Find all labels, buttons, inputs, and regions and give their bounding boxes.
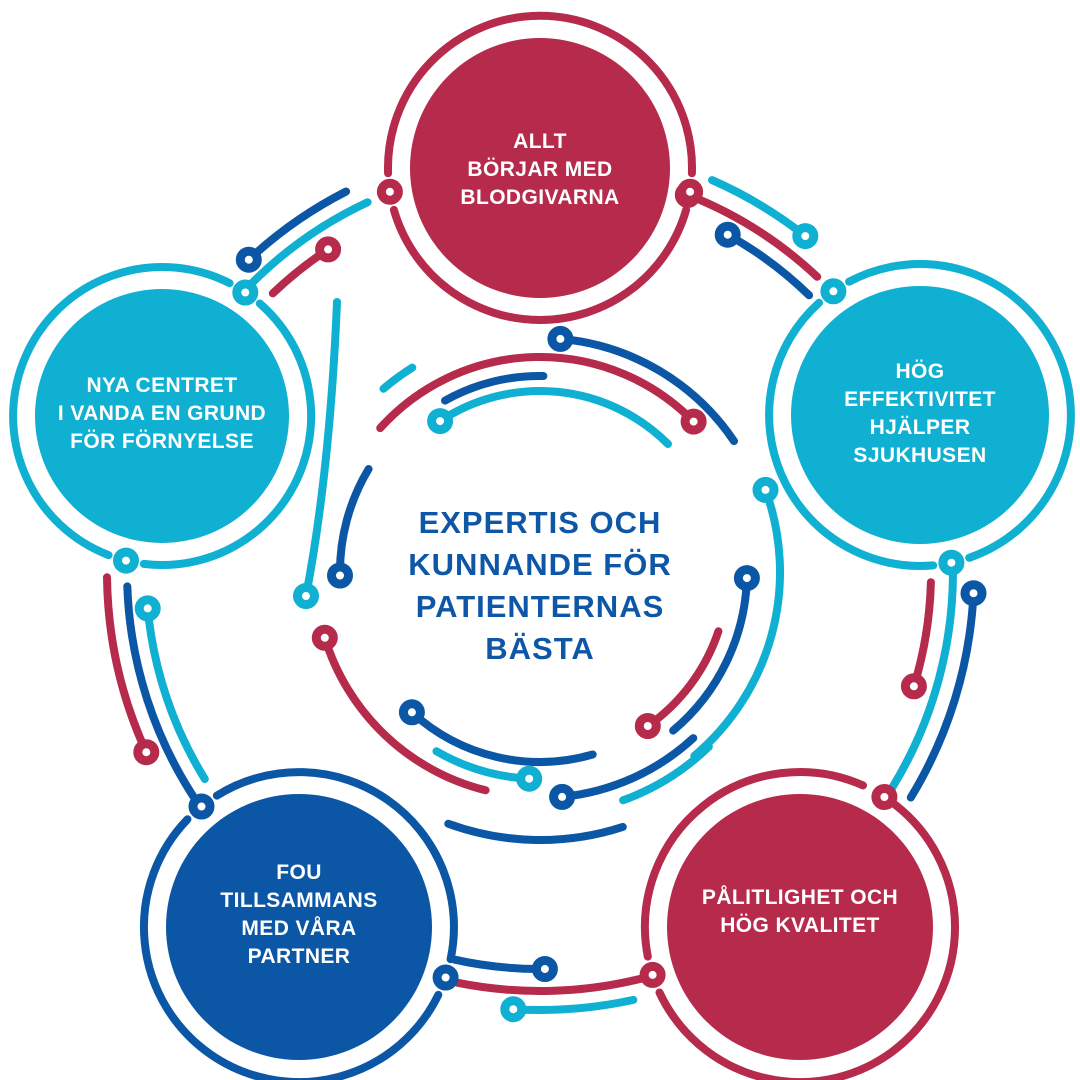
label-line: PARTNER bbox=[247, 945, 351, 968]
node-dot bbox=[500, 996, 527, 1023]
bubble-ring-reliability bbox=[655, 800, 959, 1080]
label-line: TILLSAMMANS bbox=[220, 889, 378, 912]
bubble-label-efficiency: HÖG EFFEKTIVITET HJÄLPER SJUKHUSEN bbox=[844, 358, 996, 470]
label-line: BLODGIVARNA bbox=[460, 186, 620, 209]
bubble-ring-blood-donors bbox=[384, 11, 696, 178]
node-dot bbox=[871, 784, 898, 810]
bubble-label-rd-partners: FOU TILLSAMMANS MED VÅRA PARTNER bbox=[220, 859, 377, 971]
node-dot bbox=[733, 565, 760, 592]
decor-arc bbox=[509, 995, 638, 1014]
node-dot bbox=[531, 956, 558, 982]
center-message: EXPERTIS OCH KUNNANDE FÖR PATIENTERNAS B… bbox=[408, 502, 671, 670]
node-dot bbox=[327, 562, 353, 589]
decor-arc bbox=[436, 387, 672, 448]
decor-arc bbox=[450, 955, 549, 974]
label-line: MED VÅRA bbox=[241, 917, 357, 940]
decor-arc bbox=[441, 371, 548, 405]
node-dot bbox=[293, 583, 319, 609]
decor-arc bbox=[683, 190, 822, 281]
label-line: PÅLITLIGHET OCH bbox=[701, 886, 899, 909]
decor-arc bbox=[379, 363, 417, 393]
decor-arc bbox=[556, 334, 738, 446]
bubble-label-vanda-centre: NYA CENTRET I VANDA EN GRUND FÖR FÖRNYEL… bbox=[58, 372, 266, 456]
bubble-label-reliability: PÅLITLIGHET OCH HÖG KVALITET bbox=[702, 884, 898, 940]
bubble-ring-vanda-centre bbox=[139, 299, 316, 570]
node-dot bbox=[427, 408, 454, 435]
node-dot bbox=[547, 325, 574, 352]
node-dot bbox=[634, 713, 661, 739]
label-line: PATIENTERNAS bbox=[415, 589, 665, 624]
label-line: HJÄLPER bbox=[869, 416, 971, 439]
label-line: SJUKHUSEN bbox=[853, 444, 987, 467]
node-dot bbox=[188, 793, 215, 820]
node-dot bbox=[432, 964, 459, 991]
label-line: EFFEKTIVITET bbox=[844, 388, 996, 411]
bubble-ring-rd-partners bbox=[212, 768, 458, 964]
label-line: HÖG KVALITET bbox=[720, 914, 880, 937]
decor-arc bbox=[143, 604, 209, 783]
bubble-ring-rd-partners bbox=[140, 815, 443, 1080]
node-dot bbox=[232, 279, 259, 306]
bubble-ring-vanda-centre bbox=[9, 263, 234, 560]
bubble-circle-blood-donors bbox=[410, 38, 670, 298]
node-dot bbox=[677, 178, 704, 205]
label-line: FOU bbox=[276, 861, 322, 884]
node-dot bbox=[792, 223, 819, 250]
bubble-ring-reliability bbox=[640, 768, 867, 961]
node-dot bbox=[133, 739, 160, 766]
bubble-ring-efficiency bbox=[845, 260, 1075, 562]
decor-arc bbox=[376, 352, 698, 433]
label-line: HÖG bbox=[895, 360, 945, 383]
node-dot bbox=[134, 595, 161, 622]
decor-arc bbox=[453, 973, 649, 995]
decor-arc bbox=[906, 589, 978, 802]
decor-arc bbox=[444, 819, 627, 844]
decor-arc bbox=[909, 578, 935, 691]
label-line: EXPERTIS OCH bbox=[418, 505, 662, 540]
bubble-ring-efficiency bbox=[765, 298, 938, 570]
decor-arc bbox=[407, 708, 597, 766]
label-line: FÖR FÖRNYELSE bbox=[70, 430, 254, 453]
label-line: I VANDA EN GRUND bbox=[57, 402, 267, 425]
node-dot bbox=[960, 580, 987, 607]
node-dot bbox=[752, 476, 779, 503]
node-dot bbox=[315, 236, 342, 263]
decor-arc bbox=[320, 633, 490, 795]
decor-arc bbox=[888, 555, 957, 792]
node-dot bbox=[549, 783, 576, 810]
node-dot bbox=[900, 673, 927, 700]
node-dot bbox=[639, 961, 666, 988]
decor-arc bbox=[242, 198, 372, 293]
node-dot bbox=[680, 408, 707, 435]
bubble-circle-vanda-centre bbox=[35, 289, 289, 543]
node-dot bbox=[113, 547, 139, 574]
node-dot bbox=[820, 278, 847, 305]
decor-arc bbox=[558, 734, 698, 801]
decor-arc bbox=[669, 574, 751, 735]
decor-arc bbox=[103, 573, 151, 757]
bubble-label-blood-donors: ALLT BÖRJAR MED BLODGIVARNA bbox=[460, 128, 619, 212]
decor-arc bbox=[690, 485, 784, 760]
bubble-ring-blood-donors bbox=[389, 205, 691, 324]
bubble-circle-rd-partners bbox=[166, 794, 432, 1060]
node-dot bbox=[714, 221, 741, 248]
decor-arc bbox=[123, 582, 202, 807]
decor-curve bbox=[302, 298, 341, 600]
label-line: ALLT bbox=[513, 130, 567, 153]
bubble-circle-efficiency bbox=[791, 286, 1049, 544]
label-line: BÄSTA bbox=[485, 631, 595, 666]
node-dot bbox=[398, 699, 425, 726]
decor-arc bbox=[335, 465, 373, 580]
node-dot bbox=[938, 549, 965, 576]
node-dot bbox=[516, 765, 543, 792]
label-line: BÖRJAR MED bbox=[467, 158, 613, 181]
label-line: NYA CENTRET bbox=[86, 374, 238, 397]
node-dot bbox=[376, 178, 403, 205]
bubble-circle-reliability bbox=[667, 794, 933, 1060]
node-dot bbox=[235, 246, 262, 273]
label-line: KUNNANDE FÖR bbox=[408, 547, 672, 582]
node-dot bbox=[311, 624, 338, 651]
